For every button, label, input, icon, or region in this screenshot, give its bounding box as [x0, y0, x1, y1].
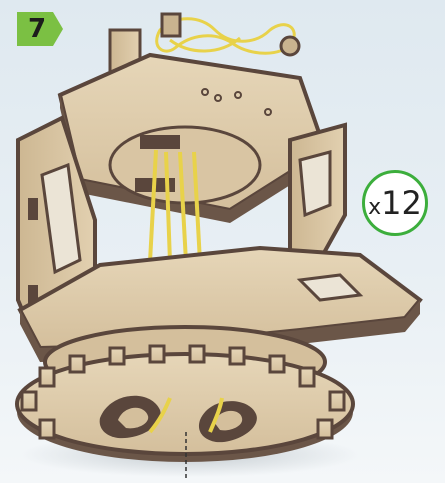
quantity-prefix: x: [368, 195, 381, 220]
quantity-indicator: x12: [362, 170, 428, 236]
top-peg: [162, 14, 180, 36]
top-knob: [281, 37, 299, 55]
right-window: [300, 152, 330, 215]
hub-slot-top: [140, 135, 180, 149]
inner-hub: [110, 127, 260, 203]
quantity-count: 12: [381, 184, 422, 222]
left-slot-1: [28, 198, 38, 220]
